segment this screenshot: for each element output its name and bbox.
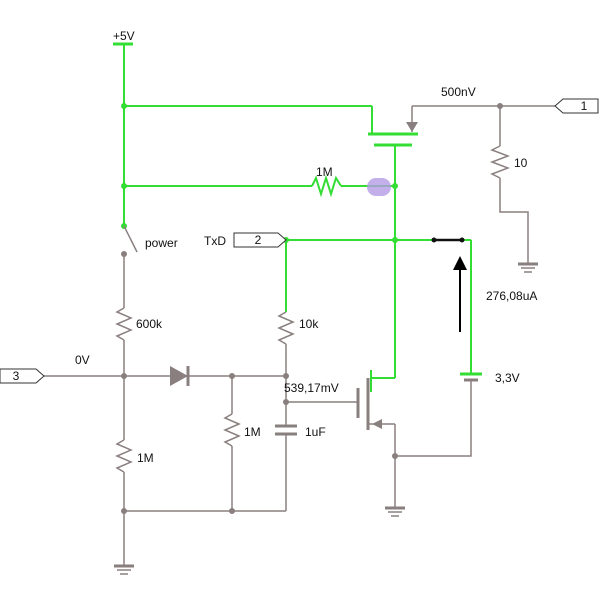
junction <box>392 183 398 189</box>
r600k-label: 600k <box>136 317 163 331</box>
r10k-resistor <box>277 311 295 345</box>
gate-voltage-label: 539,17mV <box>284 381 339 395</box>
battery-bottom-lead <box>395 380 472 457</box>
port3-label: 3 <box>13 369 20 383</box>
port2-shape <box>233 232 287 248</box>
load-bottom-lead <box>499 178 529 264</box>
junction <box>121 508 127 514</box>
output-voltage-label: 500nV <box>441 85 476 99</box>
idle-junctions <box>121 103 503 514</box>
port1-tag[interactable]: 1 <box>554 98 599 114</box>
r10k-label: 10k <box>299 317 319 331</box>
idle-wires <box>44 105 555 575</box>
r1m-bottom-label: 1M <box>137 451 154 465</box>
r1m-mid-label: 1M <box>244 425 261 439</box>
r1m-mid-resistor <box>223 413 241 447</box>
diode-body <box>170 366 188 386</box>
junction <box>392 453 398 459</box>
load-resistor <box>489 145 511 179</box>
meter-switch-contact <box>459 237 465 243</box>
energized-wires <box>113 42 482 392</box>
port2-tag[interactable]: 2 <box>233 232 287 248</box>
energized-junctions <box>121 103 398 243</box>
port1-label: 1 <box>581 99 588 113</box>
battery-label: 3,3V <box>495 371 520 385</box>
r600k-resistor <box>115 307 133 341</box>
junction <box>283 399 289 405</box>
junction <box>121 103 127 109</box>
feedback-resistor-label: 1M <box>316 165 333 179</box>
junction <box>283 373 289 379</box>
junction <box>121 183 127 189</box>
port2-label: 2 <box>255 233 262 247</box>
probe-marker[interactable] <box>367 178 391 196</box>
pmos-arrow <box>406 122 418 132</box>
load-resistor-label: 10 <box>514 156 528 170</box>
meter-switch-contact <box>431 237 437 243</box>
feedback-resistor <box>311 174 342 198</box>
power-switch-label: power <box>145 236 178 250</box>
r1m-bottom-resistor <box>115 439 133 473</box>
meter-current-label: 276,08uA <box>486 289 537 303</box>
port3-tag[interactable]: 3 <box>0 368 45 384</box>
power-switch-blade[interactable] <box>123 225 138 253</box>
nmos-arrow <box>372 419 382 429</box>
junction <box>121 373 127 379</box>
junction <box>121 251 127 257</box>
cap-label: 1uF <box>305 425 326 439</box>
node-0v-label: 0V <box>75 353 90 367</box>
current-arrow-icon <box>453 256 467 270</box>
supply-label: +5V <box>113 29 135 43</box>
port3-shape <box>0 368 45 384</box>
txd-label: TxD <box>204 234 226 248</box>
junction <box>497 103 503 109</box>
junction <box>229 508 235 514</box>
port1-shape <box>554 98 599 114</box>
junction <box>392 237 398 243</box>
junction <box>229 373 235 379</box>
